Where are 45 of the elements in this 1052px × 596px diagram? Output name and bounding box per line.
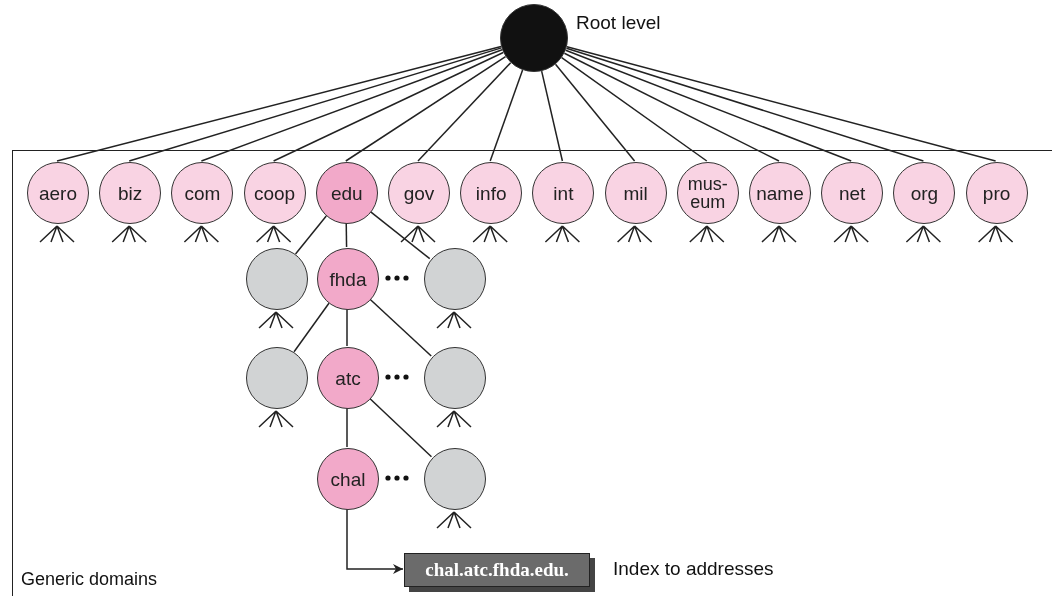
domain-region bbox=[12, 150, 1052, 596]
connector-line bbox=[565, 47, 925, 162]
domain-label: chal bbox=[330, 469, 366, 489]
domain-label: coop bbox=[254, 183, 296, 203]
domain-label: biz bbox=[118, 183, 143, 203]
domain-label: name bbox=[756, 183, 804, 203]
domain-label: int bbox=[553, 183, 574, 203]
region-label: Generic domains bbox=[21, 569, 158, 590]
connector-line bbox=[128, 47, 503, 162]
domain-label: aero bbox=[39, 183, 77, 203]
domain-label: mus- eum bbox=[687, 175, 728, 211]
connector-line bbox=[368, 397, 433, 458]
connector-line bbox=[345, 55, 507, 162]
connector-line bbox=[417, 62, 512, 162]
connector-line bbox=[346, 407, 348, 448]
root-node bbox=[500, 4, 568, 72]
domain-label: mil bbox=[623, 183, 648, 203]
connector-line bbox=[345, 222, 348, 248]
connector-line bbox=[369, 210, 431, 260]
domain-label: edu bbox=[330, 183, 363, 203]
connector-line bbox=[489, 69, 524, 162]
arrow bbox=[346, 508, 404, 574]
node-caption: Index to addresses bbox=[613, 558, 774, 580]
domain-label: info bbox=[475, 183, 507, 203]
domain-label: gov bbox=[403, 183, 435, 203]
connector-line bbox=[346, 308, 348, 347]
connector-line bbox=[369, 298, 432, 357]
domain-label: pro bbox=[982, 183, 1011, 203]
connector-line bbox=[294, 215, 327, 255]
node-caption: Root level bbox=[576, 12, 661, 34]
domain-label: net bbox=[838, 183, 866, 203]
connector-line bbox=[200, 49, 503, 162]
domain-address: chal.atc.fhda.edu. bbox=[425, 559, 569, 581]
connector-line bbox=[540, 70, 564, 162]
domain-label: atc bbox=[335, 368, 361, 388]
connector-line bbox=[566, 46, 997, 162]
domain-label: com bbox=[184, 183, 221, 203]
connector-line bbox=[293, 302, 330, 353]
connector-line bbox=[272, 51, 504, 162]
connector-line bbox=[564, 49, 852, 162]
domain-label: fhda bbox=[329, 269, 367, 289]
connector-line bbox=[56, 45, 502, 162]
domain-label: org bbox=[910, 183, 939, 203]
connector-line bbox=[560, 56, 708, 162]
connector-line bbox=[563, 52, 780, 162]
